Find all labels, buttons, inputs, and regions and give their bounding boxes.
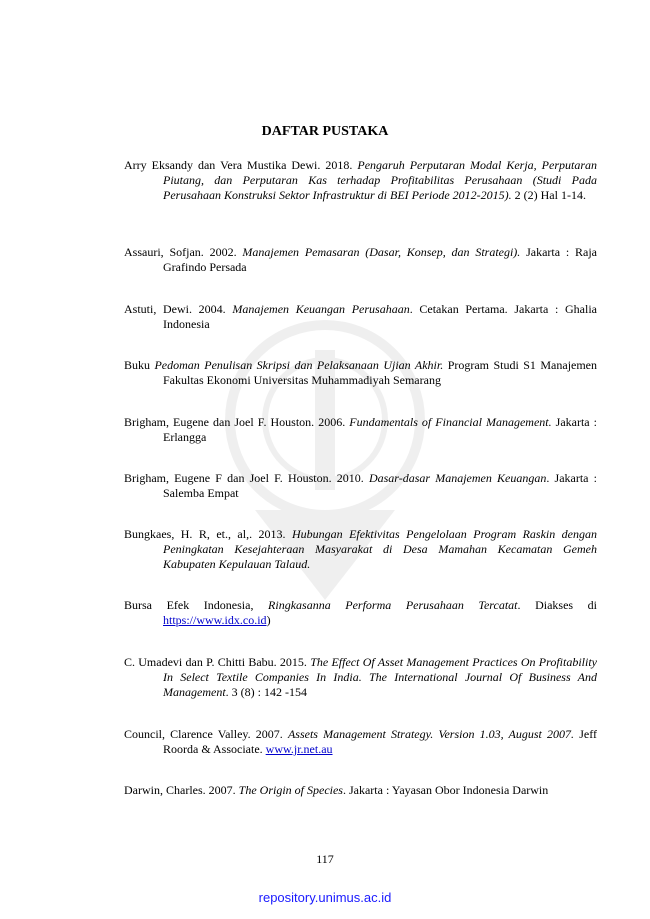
reference-details: Jeff Roorda & Associate. <box>163 727 598 756</box>
reference-details: . 3 (8) : 142 -154 <box>225 685 307 699</box>
reference-item: Brigham, Eugene dan Joel F. Houston. 200… <box>124 415 597 445</box>
reference-author: Buku <box>124 358 151 372</box>
reference-item: Buku Pedoman Penulisan Skripsi dan Pelak… <box>124 358 597 388</box>
page-number: 117 <box>316 852 334 866</box>
reference-work-title: Manajemen Keuangan Perusahaan <box>232 302 410 316</box>
reference-author: Brigham, Eugene dan Joel F. Houston. 200… <box>124 415 346 429</box>
reference-work-title: Fundamentals of Financial Management. <box>349 415 552 429</box>
reference-work-title: Pengaruh Perputaran Modal Kerja, Perputa… <box>163 158 598 202</box>
reference-work-title: The Origin of Species <box>238 783 343 797</box>
reference-author: Bungkaes, H. R, et., al,. 2013. <box>124 527 286 541</box>
reference-author: Bursa Efek Indonesia, <box>124 598 254 612</box>
reference-item: C. Umadevi dan P. Chitti Babu. 2015. The… <box>124 655 597 700</box>
page-title: DAFTAR PUSTAKA <box>261 124 389 139</box>
reference-work-title: Ringkasanna Performa Perusahaan Tercatat <box>268 598 518 612</box>
university-logo-watermark <box>225 320 425 600</box>
reference-item: Council, Clarence Valley. 2007. Assets M… <box>124 727 597 757</box>
reference-details: Jakarta : Erlangga <box>163 415 597 444</box>
reference-details: . Jakarta : Salemba Empat <box>163 471 598 500</box>
reference-item: Assauri, Sofjan. 2002. Manajemen Pemasar… <box>124 245 597 275</box>
reference-item: Bursa Efek Indonesia, Ringkasanna Perfor… <box>124 598 597 628</box>
reference-author: Darwin, Charles. 2007. <box>124 783 236 797</box>
reference-work-title: Manajemen Pemasaran (Dasar, Konsep, dan … <box>242 245 521 259</box>
reference-work-title: The Effect Of Asset Management Practices… <box>163 655 597 699</box>
reference-item: Arry Eksandy dan Vera Mustika Dewi. 2018… <box>124 158 597 203</box>
reference-item: Brigham, Eugene F dan Joel F. Houston. 2… <box>124 471 597 501</box>
reference-author: Astuti, Dewi. 2004. <box>124 302 226 316</box>
reference-author: Assauri, Sofjan. 2002. <box>124 245 237 259</box>
reference-author: C. Umadevi dan P. Chitti Babu. 2015. <box>124 655 307 669</box>
reference-work-title: Assets Management Strategy. Version 1.03… <box>287 727 575 741</box>
reference-item: Darwin, Charles. 2007. The Origin of Spe… <box>124 783 597 798</box>
repository-footer[interactable]: repository.unimus.ac.id <box>258 890 392 905</box>
reference-item: Astuti, Dewi. 2004. Manajemen Keuangan P… <box>124 302 597 332</box>
reference-author: Council, Clarence Valley. 2007. <box>124 727 283 741</box>
reference-work-title: Hubungan Efektivitas Pengelolaan Program… <box>163 527 598 571</box>
reference-author: Arry Eksandy dan Vera Mustika Dewi. 2018… <box>124 158 353 172</box>
reference-details: . Diakses di <box>517 598 598 612</box>
reference-work-title: Pedoman Penulisan Skripsi dan Pelaksanaa… <box>154 358 444 372</box>
reference-details: Jakarta : Raja Grafindo Persada <box>163 245 597 274</box>
reference-details: . Jakarta : Yayasan Obor Indonesia Darwi… <box>342 783 549 797</box>
reference-details: 2 (2) Hal 1-14. <box>514 188 586 202</box>
reference-details: Program Studi S1 Manajemen Fakultas Ekon… <box>163 358 598 387</box>
reference-details: . Cetakan Pertama. Jakarta : Ghalia Indo… <box>163 302 598 331</box>
reference-tail: ) <box>266 613 271 627</box>
reference-author: Brigham, Eugene F dan Joel F. Houston. 2… <box>124 471 364 485</box>
reference-link[interactable]: www.jr.net.au <box>265 742 333 756</box>
reference-link[interactable]: https://www.idx.co.id <box>163 613 267 627</box>
reference-work-title: Dasar-dasar Manajemen Keuangan <box>368 471 547 485</box>
reference-item: Bungkaes, H. R, et., al,. 2013. Hubungan… <box>124 527 597 572</box>
